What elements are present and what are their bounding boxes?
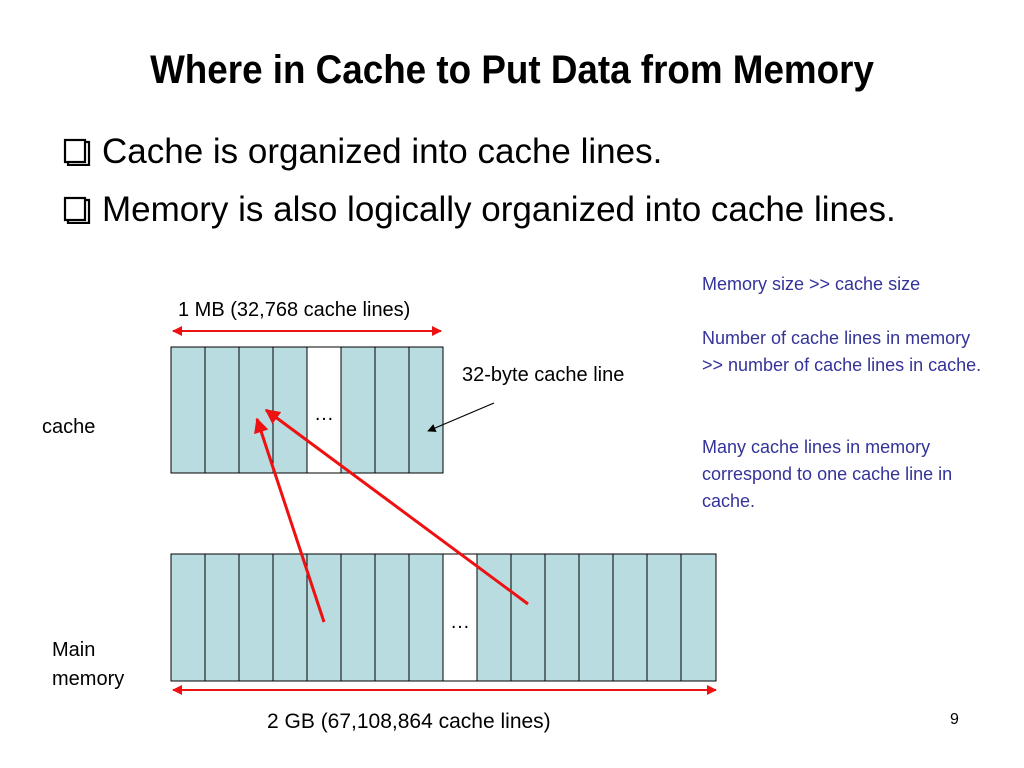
cache-line-cell	[170, 346, 206, 474]
memory-line-cell	[408, 553, 444, 682]
main-memory-label: Main memory	[52, 639, 125, 690]
memory-line-cell	[238, 553, 274, 682]
cache-line-pointer	[427, 402, 495, 432]
memory-line-cell	[680, 553, 717, 682]
note-mapping: Many cache lines in memory correspond to…	[702, 437, 953, 511]
cache-label: cache	[42, 416, 96, 438]
mapping-arrow	[264, 408, 529, 606]
memory-ellipsis: …	[450, 611, 470, 633]
cache-line-cell	[408, 346, 444, 474]
bullet-text: Memory is also logically organized into …	[102, 190, 896, 229]
page-number: 9	[950, 711, 959, 728]
note-size: Memory size >> cache size	[702, 274, 921, 294]
bullet-text: Cache is organized into cache lines.	[102, 132, 663, 171]
memory-line-cell	[476, 553, 512, 682]
note-line-count: Number of cache lines in memory >> numbe…	[702, 328, 982, 375]
cache-size-label: 1 MB (32,768 cache lines)	[178, 299, 411, 321]
bullet-item: Memory is also logically organized into …	[62, 188, 922, 232]
cache-line-cell	[374, 346, 410, 474]
memory-line-cell	[272, 553, 308, 682]
memory-row: …	[170, 553, 717, 682]
memory-line-cell	[170, 553, 206, 682]
memory-line-cell	[578, 553, 614, 682]
mapping-arrow	[254, 417, 326, 623]
cache-line-cell	[204, 346, 240, 474]
memory-line-cell	[340, 553, 376, 682]
memory-line-cell	[510, 553, 546, 682]
cache-line-cell	[340, 346, 376, 474]
memory-gap-cell	[442, 553, 478, 682]
bullet-item: Cache is organized into cache lines.	[62, 130, 922, 174]
memory-line-cell	[646, 553, 682, 682]
checkbox-bullet-icon	[63, 196, 91, 224]
checkbox-bullet-icon	[63, 138, 91, 166]
cache-line-label: 32-byte cache line	[462, 364, 625, 386]
memory-line-cell	[544, 553, 580, 682]
memory-line-cell	[612, 553, 648, 682]
cache-row: …	[170, 346, 444, 474]
memory-line-cell	[204, 553, 240, 682]
cache-line-cell	[272, 346, 308, 474]
memory-size-label: 2 GB (67,108,864 cache lines)	[267, 710, 551, 733]
slide-title: Where in Cache to Put Data from Memory	[150, 48, 874, 92]
memory-line-cell	[374, 553, 410, 682]
cache-ellipsis: …	[314, 403, 334, 425]
